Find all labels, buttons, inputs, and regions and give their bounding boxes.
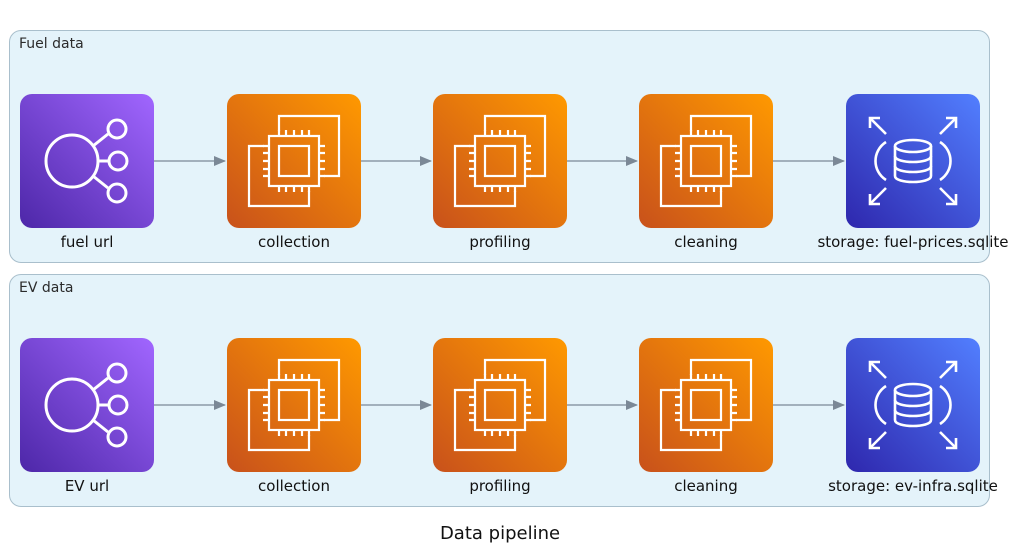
compute-icon	[659, 358, 753, 452]
node-label: collection	[258, 477, 330, 495]
node-fuel-cleaning	[639, 94, 773, 228]
node-label: profiling	[469, 477, 531, 495]
node-ev-url	[20, 338, 154, 472]
compute-icon	[453, 114, 547, 208]
database-icon	[868, 116, 958, 206]
node-label: cleaning	[674, 233, 738, 251]
node-label: collection	[258, 233, 330, 251]
node-ev-collection	[227, 338, 361, 472]
node-ev-profiling	[433, 338, 567, 472]
compute-icon	[453, 358, 547, 452]
node-fuel-url	[20, 94, 154, 228]
endpoint-icon	[44, 362, 129, 448]
cluster-label: EV data	[19, 280, 74, 296]
compute-icon	[659, 114, 753, 208]
compute-icon	[247, 358, 341, 452]
database-icon	[868, 360, 958, 450]
diagram-title: Data pipeline	[439, 523, 561, 544]
node-label: profiling	[469, 233, 531, 251]
node-label: cleaning	[674, 477, 738, 495]
node-ev-storage	[846, 338, 980, 472]
cluster-label: Fuel data	[19, 36, 84, 52]
node-label: EV url	[64, 477, 110, 495]
node-ev-cleaning	[639, 338, 773, 472]
node-label: fuel url	[60, 233, 114, 251]
endpoint-icon	[44, 118, 129, 204]
compute-icon	[247, 114, 341, 208]
node-fuel-profiling	[433, 94, 567, 228]
node-label: storage: ev-infra.sqlite	[828, 477, 998, 495]
node-fuel-storage	[846, 94, 980, 228]
node-fuel-collection	[227, 94, 361, 228]
node-label: storage: fuel-prices.sqlite	[817, 233, 1009, 251]
